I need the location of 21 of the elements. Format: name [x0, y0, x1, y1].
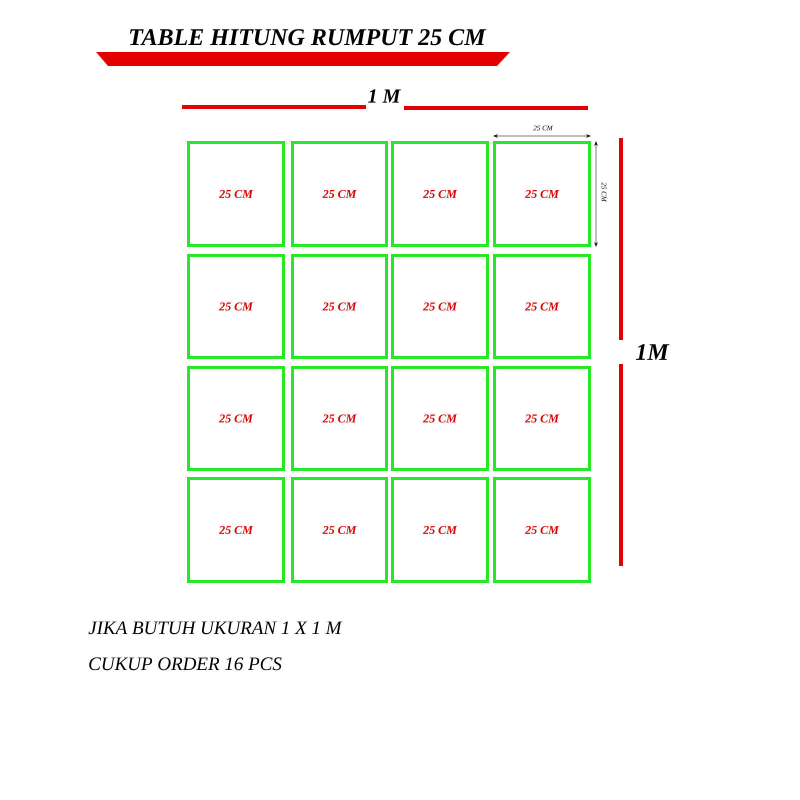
tile-box: 25 CM	[391, 254, 489, 359]
note: JIKA BUTUH UKURAN 1 X 1 M	[88, 621, 342, 634]
note: CUKUP ORDER 16 PCS	[89, 657, 282, 670]
tile-box: 25 CM	[291, 477, 388, 583]
tile-box: 25 CM	[291, 254, 388, 359]
tile-box: 25 CM	[187, 366, 285, 471]
tile-box: 25 CM	[493, 477, 591, 583]
tile-box: 25 CM	[391, 366, 489, 471]
dimension-label: 1 M	[368, 89, 401, 103]
tile-box: 25 CM	[493, 366, 591, 471]
title: TABLE HITUNG RUMPUT 25 CM	[130, 29, 486, 46]
tile-box: 25 CM	[187, 254, 285, 359]
tile-box: 25 CM	[493, 254, 591, 359]
tile-box: 25 CM	[291, 366, 388, 471]
dimension-label: 1M	[636, 344, 670, 360]
tile-box: 25 CM	[291, 141, 388, 247]
tile-box: 25 CM	[187, 141, 285, 247]
tile-box: 25 CM	[391, 141, 489, 247]
tile-box: 25 CM	[187, 477, 285, 583]
tile-box: 25 CM	[493, 141, 591, 247]
tile-box: 25 CM	[391, 477, 489, 583]
